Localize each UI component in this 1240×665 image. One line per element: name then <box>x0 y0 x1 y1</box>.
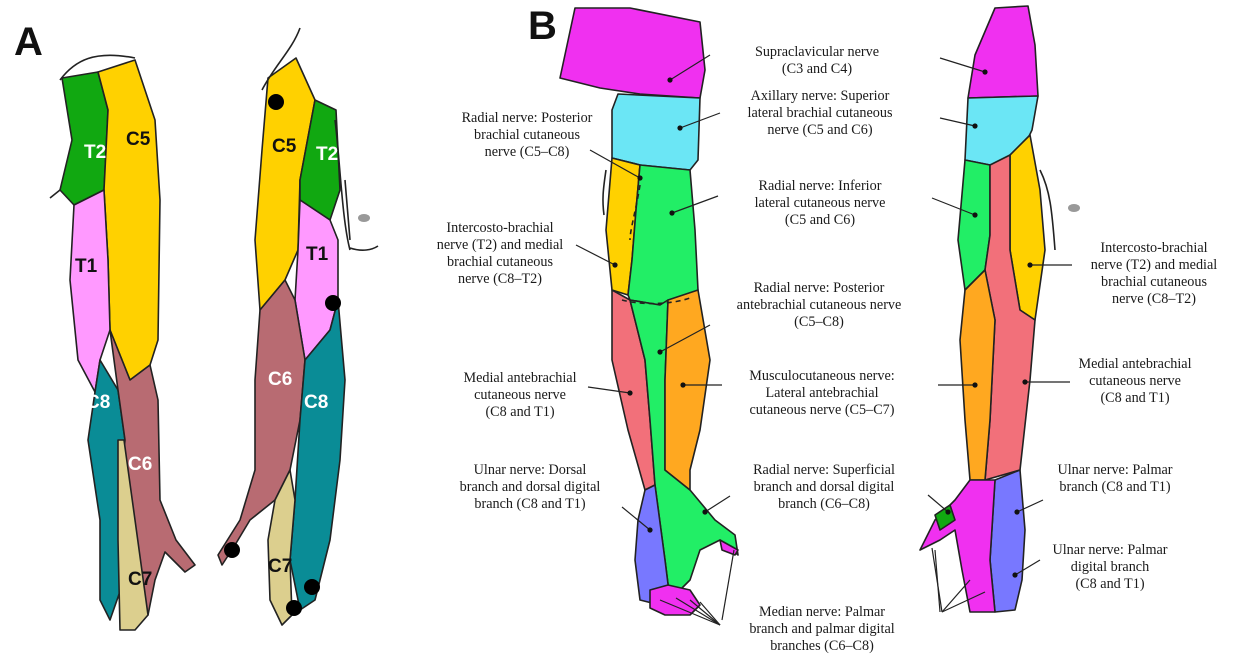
label-radial-posterior-brachial: Radial nerve: Posterior brachial cutaneo… <box>452 110 602 161</box>
region-lateral-antebrachial <box>665 290 710 490</box>
back-label-t1: T1 <box>306 244 329 265</box>
back-label-c6: C6 <box>268 369 292 390</box>
label-ulnar-palmar-digital: Ulnar nerve: Palmar digital branch (C8 a… <box>1030 542 1190 593</box>
label-radial-posterior-antebrachial: Radial nerve: Posterior antebrachial cut… <box>714 280 924 331</box>
front-label-t1: T1 <box>75 256 98 277</box>
panel-a-front-arm <box>50 55 195 630</box>
front-label-c6: C6 <box>128 454 152 475</box>
region-median-fingertips-left <box>650 585 700 615</box>
landmark-dot <box>224 542 240 558</box>
panel-a-letter: A <box>14 22 43 62</box>
label-intercosto-right: Intercosto-brachial nerve (T2) and media… <box>1072 240 1236 308</box>
region-supraclavicular-right <box>968 6 1038 98</box>
front-region-t2 <box>60 72 108 205</box>
back-label-c8: C8 <box>304 392 328 413</box>
landmark-dot <box>268 94 284 110</box>
label-medial-antebrachial-right: Medial antebrachial cutaneous nerve (C8 … <box>1060 356 1210 407</box>
label-supraclavicular: Supraclavicular nerve (C3 and C4) <box>732 44 902 78</box>
label-intercosto-left: Intercosto-brachial nerve (T2) and media… <box>420 220 580 288</box>
back-label-c5: C5 <box>272 136 297 157</box>
region-ulnar-palmar-right <box>990 470 1025 612</box>
landmark-dot <box>286 600 302 616</box>
label-ulnar-dorsal: Ulnar nerve: Dorsal branch and dorsal di… <box>440 462 620 513</box>
panel-b-left-arm <box>560 8 738 615</box>
front-label-c7: C7 <box>128 569 152 590</box>
label-ulnar-palmar: Ulnar nerve: Palmar branch (C8 and T1) <box>1040 462 1190 496</box>
front-label-t2: T2 <box>84 142 106 163</box>
back-label-t2: T2 <box>316 144 338 165</box>
back-a-nipple-mark <box>358 214 370 222</box>
back-b-nipple-mark <box>1068 204 1080 212</box>
label-radial-inferior-lateral: Radial nerve: Inferior lateral cutaneous… <box>730 178 910 229</box>
front-label-c8: C8 <box>86 392 110 413</box>
panel-b-letter: B <box>528 6 557 46</box>
label-medial-antebrachial-left: Medial antebrachial cutaneous nerve (C8 … <box>440 370 600 421</box>
label-median: Median nerve: Palmar branch and palmar d… <box>722 604 922 655</box>
label-axillary: Axillary nerve: Superior lateral brachia… <box>730 88 910 139</box>
label-musculocutaneous: Musculocutaneous nerve: Lateral antebrac… <box>722 368 922 419</box>
back-label-c7: C7 <box>268 556 292 577</box>
front-region-t1 <box>70 190 110 392</box>
label-radial-superficial: Radial nerve: Superficial branch and dor… <box>724 462 924 513</box>
panel-b-right-arm <box>920 6 1080 612</box>
landmark-dot <box>325 295 341 311</box>
panel-a-back-arm <box>218 28 378 625</box>
region-supraclavicular <box>560 8 705 98</box>
region-radial-inferior-lateral <box>628 165 698 305</box>
front-label-c5: C5 <box>126 129 151 150</box>
landmark-dot <box>304 579 320 595</box>
region-axillary <box>612 94 700 170</box>
